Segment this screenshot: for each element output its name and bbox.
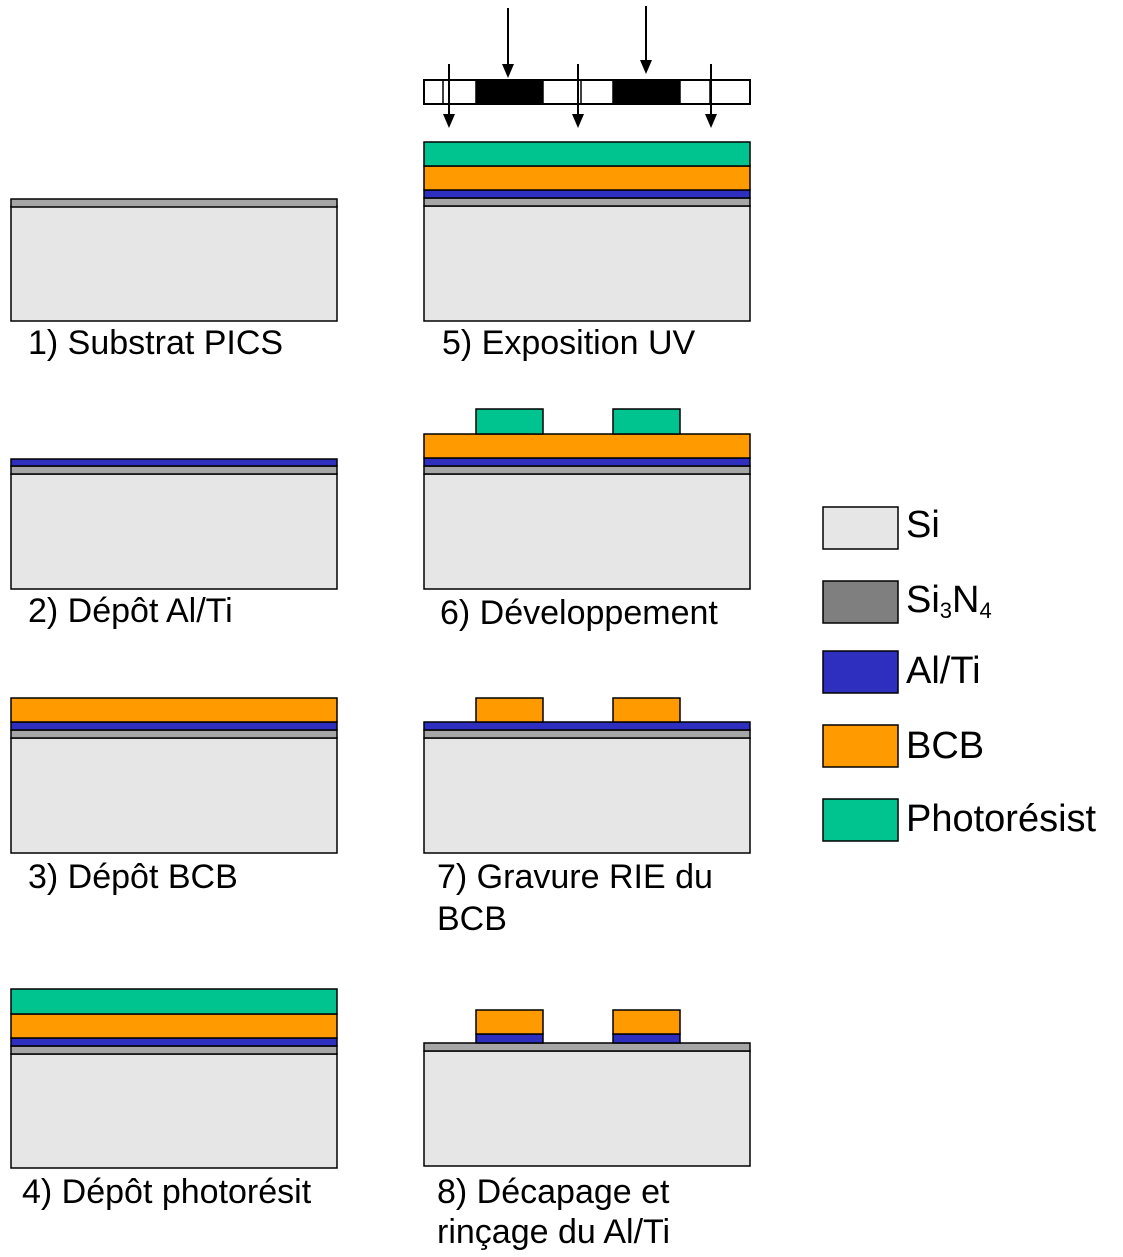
photoresist-layer: [423, 141, 751, 167]
mask-opaque-region: [475, 79, 544, 105]
alti-layer: [423, 721, 751, 731]
bcb-pattern: [612, 1009, 681, 1035]
step-7-caption: 7) Gravure RIE du: [437, 858, 713, 896]
step-3-caption: 3) Dépôt BCB: [28, 858, 238, 896]
si3n4-main: Si: [906, 579, 940, 621]
legend-swatch-si3n4: [822, 580, 899, 624]
si3n4-layer: [10, 729, 338, 739]
alti-pattern: [475, 1033, 544, 1044]
step-8-caption-line2: rinçage du Al/Ti: [437, 1213, 671, 1251]
si-substrate: [10, 1053, 338, 1169]
bcb-layer: [10, 1013, 338, 1039]
si3n4-layer: [10, 1045, 338, 1055]
si-substrate: [423, 205, 751, 322]
arrow-head-icon: [640, 60, 652, 74]
legend-label-photoresist: Photorésist: [906, 798, 1097, 840]
step-7-stack: [423, 697, 751, 854]
step-6-stack: [423, 408, 751, 590]
step-5-caption: 5) Exposition UV: [442, 324, 696, 362]
si3n4-layer: [10, 198, 338, 208]
bcb-layer: [423, 165, 751, 191]
step-2-caption: 2) Dépôt Al/Ti: [28, 592, 233, 630]
step-5-stack: [423, 141, 751, 322]
si3n4-layer: [423, 197, 751, 207]
bcb-layer: [423, 433, 751, 459]
arrow-head-icon: [443, 114, 455, 128]
step-7-caption-line2: BCB: [437, 900, 507, 938]
si3n4-layer: [423, 1042, 751, 1052]
legend-swatch-photoresist: [822, 798, 899, 842]
mask-plate: [423, 79, 751, 105]
photoresist-layer: [10, 988, 338, 1015]
si3n4-mid: N: [952, 579, 980, 621]
si3n4-layer: [423, 729, 751, 739]
legend-label-si: Si: [906, 504, 940, 546]
arrow-head-icon: [502, 64, 514, 78]
step-2-stack: [10, 458, 338, 590]
step-1-stack: [10, 198, 338, 322]
alti-layer: [10, 721, 338, 731]
legend-label-si3n4: Si3N4: [906, 578, 992, 633]
mask-opaque-region: [612, 79, 681, 105]
uv-mask: [423, 79, 751, 105]
step-8-caption: 8) Décapage et: [437, 1173, 670, 1211]
step-4-caption: 4) Dépôt photorésit: [22, 1173, 312, 1211]
si-substrate: [423, 1050, 751, 1167]
bcb-pattern: [612, 697, 681, 723]
si-substrate: [423, 737, 751, 854]
arrow-head-icon: [705, 114, 717, 128]
bcb-pattern: [475, 697, 544, 723]
si-substrate: [423, 473, 751, 590]
alti-layer: [423, 189, 751, 199]
step-6-caption: 6) Développement: [440, 594, 718, 632]
si3n4-sub2: 4: [979, 598, 992, 623]
si-substrate: [10, 737, 338, 854]
step-3-stack: [10, 697, 338, 854]
si3n4-layer: [10, 465, 338, 475]
si3n4-layer: [423, 465, 751, 475]
bcb-pattern: [475, 1009, 544, 1035]
step-4-stack: [10, 988, 338, 1169]
si-substrate: [10, 205, 338, 322]
legend: [822, 506, 899, 842]
step-8-stack: [423, 1009, 751, 1167]
legend-label-bcb: BCB: [906, 725, 985, 767]
bcb-layer: [10, 697, 338, 723]
legend-swatch-bcb: [822, 724, 899, 768]
photoresist-pattern: [475, 408, 544, 435]
alti-layer: [423, 457, 751, 467]
si-substrate: [10, 473, 338, 590]
alti-pattern: [612, 1033, 681, 1044]
alti-layer: [10, 1037, 338, 1047]
uv-arrows: [443, 6, 717, 128]
legend-label-alti: Al/Ti: [906, 650, 981, 692]
alti-layer: [10, 458, 338, 467]
step-1-caption: 1) Substrat PICS: [28, 324, 284, 362]
arrow-head-icon: [572, 114, 584, 128]
si3n4-sub1: 3: [939, 598, 953, 623]
legend-swatch-si: [822, 506, 899, 550]
photoresist-pattern: [612, 408, 681, 435]
legend-swatch-alti: [822, 650, 899, 694]
